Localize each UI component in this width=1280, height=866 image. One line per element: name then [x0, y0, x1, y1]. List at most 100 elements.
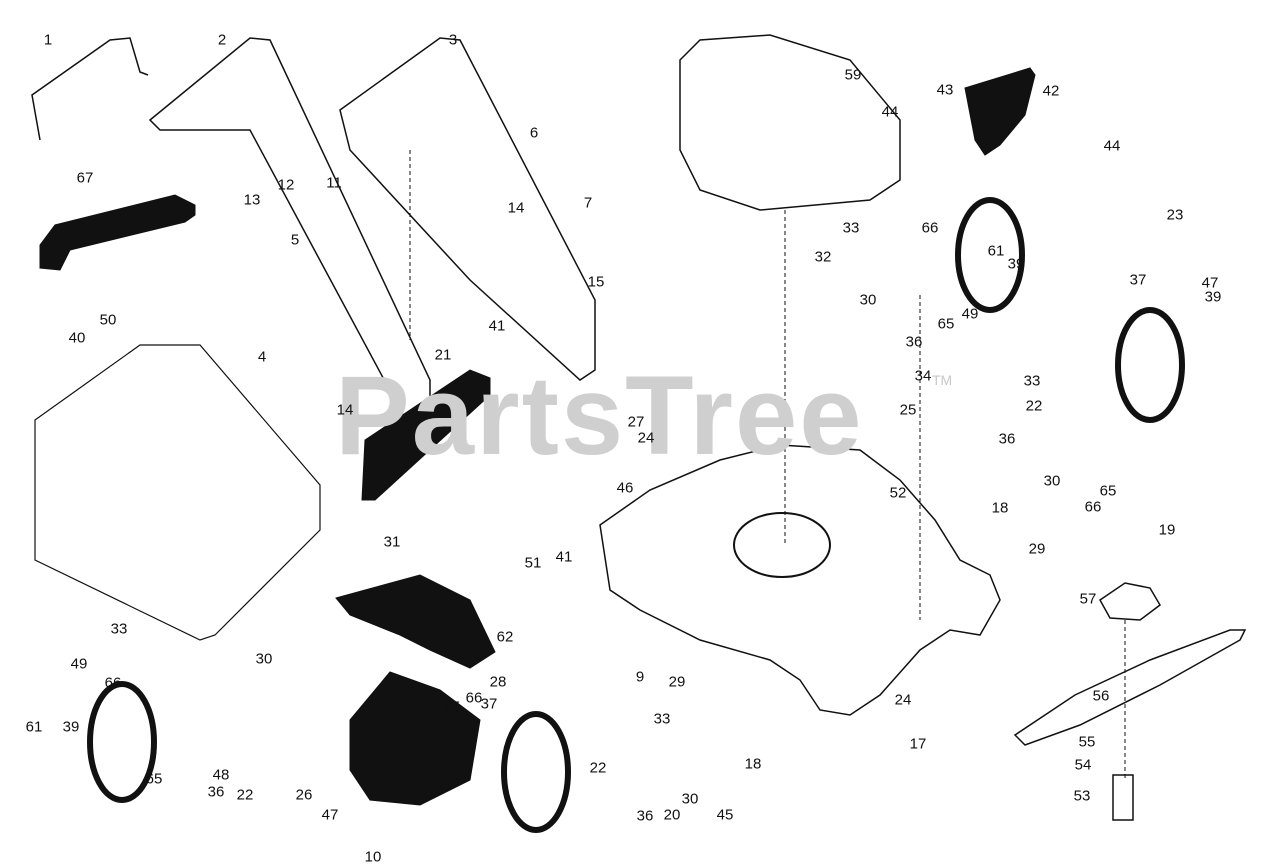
- callout-engine[interactable]: 59: [844, 66, 862, 84]
- callout-hubcap[interactable]: 47: [321, 806, 339, 824]
- handle-grip-part: [39, 194, 196, 271]
- callout-height-adjuster-lever[interactable]: 22: [236, 786, 254, 804]
- callout-bolt[interactable]: 6: [529, 124, 539, 142]
- callout-washer[interactable]: 66: [104, 674, 122, 692]
- callout-washer[interactable]: 65: [937, 315, 955, 333]
- callout-nut[interactable]: 46: [616, 479, 634, 497]
- callout-screw[interactable]: 12: [277, 176, 295, 194]
- callout-washer[interactable]: 66: [1084, 498, 1102, 516]
- lower-handle-part: [339, 37, 596, 381]
- callout-washer[interactable]: 55: [1078, 733, 1096, 751]
- callout-bracket[interactable]: 9: [635, 668, 645, 686]
- callout-pin[interactable]: 7: [583, 194, 593, 212]
- callout-nut[interactable]: 39: [62, 718, 80, 736]
- callout-washer[interactable]: 65: [145, 770, 163, 788]
- callout-knob[interactable]: 33: [1023, 372, 1041, 390]
- callout-knob[interactable]: 33: [842, 219, 860, 237]
- callout-bolt[interactable]: 36: [636, 807, 654, 825]
- callout-handle-rod[interactable]: 1: [43, 31, 53, 49]
- rear-flap-part: [361, 369, 491, 501]
- callout-upper-handle[interactable]: 2: [217, 31, 227, 49]
- callout-blade[interactable]: 56: [1092, 687, 1110, 705]
- callout-bracket[interactable]: 29: [668, 673, 686, 691]
- callout-washer[interactable]: 65: [1099, 482, 1117, 500]
- callout-bolt[interactable]: 18: [744, 755, 762, 773]
- callout-grass-bag[interactable]: 40: [68, 329, 86, 347]
- callout-lock-washer[interactable]: 54: [1074, 756, 1092, 774]
- callout-chute[interactable]: 31: [383, 533, 401, 551]
- callout-deck[interactable]: 52: [889, 484, 907, 502]
- callout-nut[interactable]: 24: [637, 429, 655, 447]
- callout-washer[interactable]: 66: [921, 219, 939, 237]
- callout-nut[interactable]: 24: [894, 691, 912, 709]
- callout-plate[interactable]: 20: [663, 806, 681, 824]
- callout-bolt[interactable]: 36: [905, 333, 923, 351]
- callout-spacer[interactable]: 5: [290, 231, 300, 249]
- callout-bolt[interactable]: 27: [627, 413, 645, 431]
- callout-spring[interactable]: 42: [1042, 82, 1060, 100]
- callout-spring[interactable]: 43: [936, 81, 954, 99]
- callout-height-adjuster-lever[interactable]: 32: [814, 248, 832, 266]
- engine-part: [679, 34, 901, 211]
- callout-knob[interactable]: 33: [110, 620, 128, 638]
- callout-hubcap[interactable]: 61: [987, 242, 1005, 260]
- callout-front-wheel[interactable]: 37: [1129, 271, 1147, 289]
- callout-rear-flap[interactable]: 21: [434, 346, 452, 364]
- callout-wheel-bracket[interactable]: 25: [899, 401, 917, 419]
- callout-bolt[interactable]: 45: [716, 806, 734, 824]
- callout-wheel[interactable]: 49: [961, 305, 979, 323]
- callout-nut[interactable]: 39: [458, 746, 476, 764]
- callout-knob[interactable]: 14: [507, 199, 525, 217]
- callout-hubcap[interactable]: 47: [1201, 274, 1219, 292]
- callout-bolt[interactable]: 41: [555, 548, 573, 566]
- callout-washer[interactable]: 65: [443, 698, 461, 716]
- callout-rod[interactable]: 44: [881, 103, 899, 121]
- callout-washer[interactable]: 66: [465, 689, 483, 707]
- callout-rear-shield[interactable]: 23: [1166, 206, 1184, 224]
- callout-nut[interactable]: 39: [1007, 255, 1025, 273]
- wheel-part: [501, 711, 571, 833]
- wheel-part: [955, 197, 1025, 313]
- rear-shield-part: [964, 67, 1036, 156]
- callout-bag-frame[interactable]: 50: [99, 311, 117, 329]
- callout-bracket[interactable]: 29: [1028, 540, 1046, 558]
- callout-bracket[interactable]: 62: [496, 628, 514, 646]
- callout-bracket[interactable]: 17: [909, 735, 927, 753]
- callout-bushing[interactable]: 30: [255, 650, 273, 668]
- callout-cable-adjuster[interactable]: 11: [326, 174, 342, 192]
- deck-part: [599, 444, 1001, 716]
- callout-cable-guide[interactable]: 4: [257, 348, 267, 366]
- callout-rod[interactable]: 44: [1103, 137, 1121, 155]
- callout-bracket[interactable]: 48: [212, 766, 230, 784]
- callout-height-adjuster-lever[interactable]: 22: [589, 759, 607, 777]
- callout-spring[interactable]: 28: [489, 673, 507, 691]
- callout-bracket[interactable]: 34: [914, 367, 932, 385]
- callout-knob[interactable]: 14: [336, 401, 354, 419]
- callout-wheel[interactable]: 49: [70, 655, 88, 673]
- callout-bolt[interactable]: 18: [991, 499, 1009, 517]
- callout-lower-handle[interactable]: 3: [448, 31, 458, 49]
- callout-blade-adapter[interactable]: 57: [1079, 590, 1097, 608]
- callout-wheel-bracket[interactable]: 26: [295, 786, 313, 804]
- callout-rear-wheel[interactable]: 37: [480, 695, 498, 713]
- callout-bushing[interactable]: 30: [859, 291, 877, 309]
- callout-bushing[interactable]: 30: [1043, 472, 1061, 490]
- callout-height-adjuster-plate[interactable]: 19: [1158, 521, 1176, 539]
- callout-blade-bolt[interactable]: 53: [1073, 787, 1091, 805]
- callout-hubcap[interactable]: 61: [25, 718, 43, 736]
- callout-bolt[interactable]: 41: [488, 317, 506, 335]
- callout-clip[interactable]: 15: [587, 273, 605, 291]
- callout-knob[interactable]: 33: [653, 710, 671, 728]
- callout-handle-grip[interactable]: 67: [76, 169, 94, 187]
- callout-axle-rod[interactable]: 51: [524, 554, 542, 572]
- deflector-part: [349, 671, 481, 806]
- callout-deflector[interactable]: 10: [364, 848, 382, 866]
- callout-bolt[interactable]: 36: [207, 783, 225, 801]
- callout-bracket[interactable]: 13: [243, 191, 261, 209]
- callout-bolt[interactable]: 36: [998, 430, 1016, 448]
- callout-bushing[interactable]: 30: [681, 790, 699, 808]
- callout-nut[interactable]: 39: [1204, 288, 1222, 306]
- callout-height-adjuster-lever[interactable]: 22: [1025, 397, 1043, 415]
